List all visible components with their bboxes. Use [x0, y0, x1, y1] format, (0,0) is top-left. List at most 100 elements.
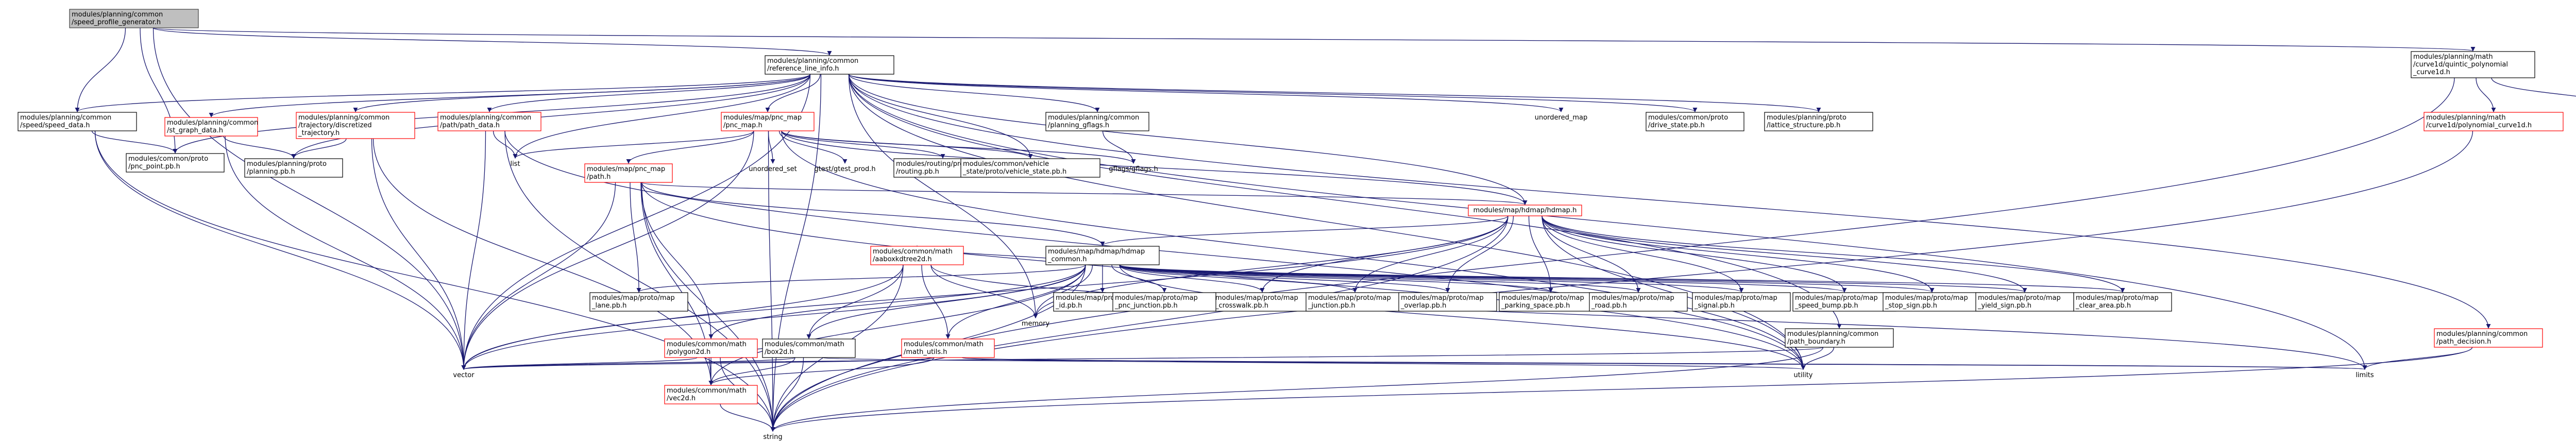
- node-vector[interactable]: vector: [443, 370, 484, 381]
- node-label: _state/proto/vehicle_state.pb.h: [962, 168, 1066, 176]
- edge-math-utils-to-vec2d: [708, 357, 935, 385]
- node-aabox[interactable]: modules/common/math/aaboxkdtree2d.h: [870, 246, 964, 265]
- node-box: [437, 112, 541, 131]
- node-memory[interactable]: memory: [1015, 318, 1056, 329]
- node-vec2d[interactable]: modules/common/math/vec2d.h: [664, 385, 758, 404]
- edge-hdmap-h-to-signal: [1541, 215, 1744, 293]
- node-label: /planning.pb.h: [247, 168, 295, 176]
- node-polygon2d[interactable]: modules/common/math/polygon2d.h: [664, 338, 758, 358]
- edge-math-utils-to-limits: [961, 357, 2366, 370]
- edge-hdmap-h-to-clear-area: [1541, 215, 2125, 293]
- node-speed-data[interactable]: modules/planning/common/speed/speed_data…: [18, 112, 137, 131]
- node-layer: modules/planning/common/speed_profile_ge…: [18, 9, 2564, 441]
- node-signal[interactable]: modules/map/proto/map_signal.pb.h: [1692, 292, 1791, 312]
- edge-math-utils-to-utility: [961, 357, 1805, 370]
- node-hdmap-common[interactable]: modules/map/hdmap/hdmap_common.h: [1045, 246, 1160, 265]
- edge-quintic-to-string: [770, 77, 2455, 432]
- node-box: [244, 158, 343, 178]
- node-limits[interactable]: limits: [2344, 370, 2385, 381]
- edge-refline-to-path-boundary: [848, 74, 1842, 329]
- node-unordered-set[interactable]: unordered_set: [744, 164, 801, 175]
- node-hdmap-h[interactable]: modules/map/hdmap/hdmap.h: [1468, 205, 1582, 216]
- node-label: modules/common/math: [765, 341, 844, 348]
- edge-hdmap-h-to-yield-sign: [1541, 215, 2027, 293]
- edge-refline-to-vehicle-state: [848, 74, 1033, 159]
- edge-vec2d-to-string: [720, 403, 775, 432]
- node-overlap[interactable]: modules/map/proto/map_overlap.pb.h: [1398, 292, 1497, 312]
- node-list[interactable]: list: [502, 159, 528, 169]
- edge-refline-to-list: [513, 74, 811, 159]
- node-label: /lattice_structure.pb.h: [1767, 122, 1840, 129]
- node-lattice[interactable]: modules/planning/proto/lattice_structure…: [1764, 112, 1873, 131]
- edge-aabox-to-memory: [930, 264, 1038, 318]
- edge-st-graph-to-vector: [225, 135, 466, 370]
- node-st-graph[interactable]: modules/planning/common/st_graph_data.h: [164, 117, 258, 137]
- node-parking[interactable]: modules/map/proto/map_parking_space.pb.h: [1499, 292, 1603, 312]
- edge-root-to-quintic: [152, 27, 2475, 52]
- node-drive-state[interactable]: modules/common/proto/drive_state.pb.h: [1646, 112, 1744, 131]
- node-label: modules/map/proto/map: [1215, 294, 1298, 302]
- node-box: [1499, 292, 1603, 312]
- node-traj[interactable]: modules/planning/common/trajectory/discr…: [296, 112, 415, 139]
- node-label: /math_utils.h: [904, 348, 947, 356]
- edge-aabox-to-box2d: [806, 264, 904, 339]
- node-clear-area[interactable]: modules/map/proto/map_clear_area.pb.h: [2073, 292, 2172, 312]
- edge-refline-to-traj: [353, 74, 811, 112]
- node-box2d[interactable]: modules/common/math/box2d.h: [762, 338, 856, 358]
- node-label: modules/map/pnc_map: [587, 165, 665, 173]
- node-unordered-map[interactable]: unordered_map: [1533, 112, 1589, 123]
- node-label: /aaboxkdtree2d.h: [873, 256, 932, 263]
- node-box: [2411, 51, 2535, 78]
- node-label: memory: [1022, 320, 1050, 328]
- node-label: modules/common/math: [667, 341, 747, 348]
- node-math-utils[interactable]: modules/common/math/math_utils.h: [901, 338, 995, 358]
- node-label: modules/planning/math: [2413, 53, 2493, 61]
- node-root[interactable]: modules/planning/common/speed_profile_ge…: [69, 9, 199, 28]
- node-label: _parking_space.pb.h: [1501, 302, 1570, 310]
- node-stop-sign[interactable]: modules/map/proto/map_stop_sign.pb.h: [1883, 292, 1981, 312]
- node-utility[interactable]: utility: [1783, 370, 1824, 381]
- node-label: /polygon2d.h: [667, 348, 710, 356]
- edge-refline-to-path-decision: [848, 74, 2491, 329]
- node-pnc-junction[interactable]: modules/map/proto/map_pnc_junction.pb.h: [1112, 292, 1216, 312]
- node-quintic[interactable]: modules/planning/math/curve1d/quintic_po…: [2411, 51, 2535, 78]
- node-refline[interactable]: modules/planning/common/reference_line_i…: [765, 55, 894, 75]
- edge-hdmap-common-to-overlap: [1119, 264, 1450, 293]
- node-label: /pnc_point.pb.h: [128, 163, 180, 171]
- node-label: modules/planning/proto: [1767, 114, 1846, 122]
- edge-refline-to-speed-data: [75, 74, 811, 112]
- node-speed-bump[interactable]: modules/map/proto/map_speed_bump.pb.h: [1792, 292, 1896, 312]
- node-junction[interactable]: modules/map/proto/map_junction.pb.h: [1306, 292, 1404, 312]
- node-road[interactable]: modules/map/proto/map_road.pb.h: [1589, 292, 1688, 312]
- node-label: _speed_bump.pb.h: [1794, 302, 1858, 310]
- node-box: [1213, 292, 1312, 312]
- node-label: /curve1d/quintic_polynomial: [2413, 61, 2508, 69]
- node-pnc-map[interactable]: modules/map/pnc_map/pnc_map.h: [721, 112, 815, 131]
- node-yield-sign[interactable]: modules/map/proto/map_yield_sign.pb.h: [1975, 292, 2074, 312]
- node-label: modules/planning/common: [20, 114, 111, 122]
- node-path-boundary[interactable]: modules/planning/common/path_boundary.h: [1785, 328, 1894, 348]
- edge-traj-to-vec2d: [372, 138, 714, 385]
- node-gflags-h[interactable]: gflags/gflags.h: [1100, 164, 1167, 175]
- node-gflags[interactable]: modules/planning/common/planning_gflags.…: [1045, 112, 1149, 131]
- node-pnc-point[interactable]: modules/common/proto/pnc_point.pb.h: [126, 153, 225, 173]
- node-gtest[interactable]: gtest/gtest_prod.h: [806, 164, 884, 175]
- node-label: _common.h: [1047, 256, 1087, 263]
- edge-path-decision-to-limits: [2362, 347, 2473, 370]
- node-planning-pb[interactable]: modules/planning/proto/planning.pb.h: [244, 158, 343, 178]
- node-string[interactable]: string: [752, 432, 793, 441]
- edge-hdmap-h-to-overlap: [1445, 215, 1514, 293]
- node-vehicle-state[interactable]: modules/common/vehicle_state/proto/vehic…: [960, 158, 1100, 178]
- node-polycurve[interactable]: modules/planning/math/curve1d/polynomial…: [2424, 112, 2564, 131]
- node-box: [1112, 292, 1216, 312]
- node-path-data[interactable]: modules/planning/common/path/path_data.h: [437, 112, 541, 131]
- node-box: [69, 9, 199, 28]
- edge-layer: [75, 27, 2576, 432]
- node-label: /path_boundary.h: [1787, 338, 1845, 346]
- node-path-decision[interactable]: modules/planning/common/path_decision.h: [2434, 328, 2543, 348]
- node-path-h[interactable]: modules/map/pnc_map/path.h: [584, 163, 673, 183]
- node-lane-pb[interactable]: modules/map/proto/map_lane.pb.h: [589, 292, 688, 312]
- node-crosswalk[interactable]: modules/map/proto/map_crosswalk.pb.h: [1213, 292, 1312, 312]
- edge-traj-to-vector: [371, 138, 466, 370]
- node-box: [765, 55, 894, 75]
